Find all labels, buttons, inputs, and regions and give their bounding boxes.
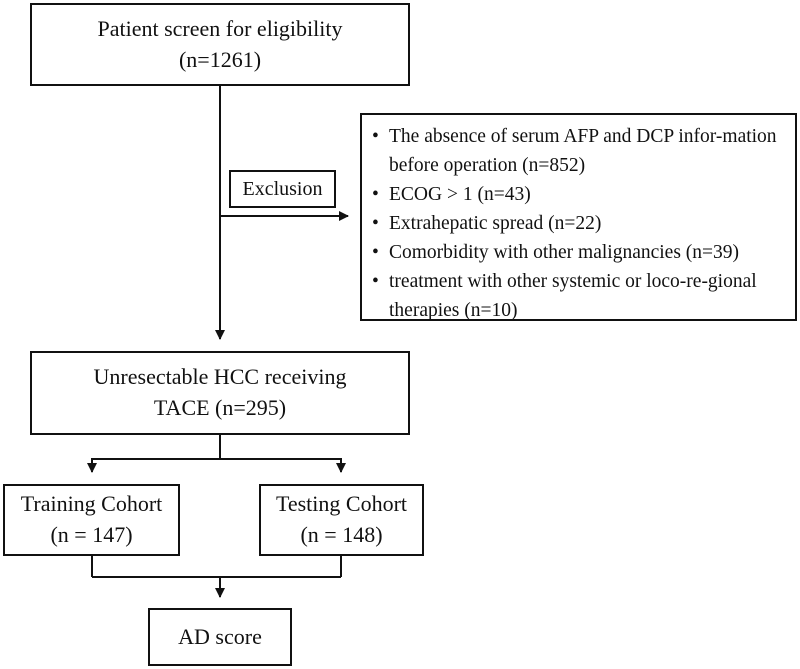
unresectable-hcc-count: TACE (n=295) (153, 395, 287, 420)
exclusion-item-extrahepatic: Extrahepatic spread (n=22) (372, 209, 787, 238)
unresectable-hcc-title: Unresectable HCC receiving (93, 364, 347, 390)
patient-screen-title: Patient screen for eligibility (97, 15, 343, 41)
unresectable-hcc-box: Unresectable HCC receiving TACE (n=295) (30, 351, 410, 435)
testing-cohort-title: Testing Cohort (275, 491, 408, 517)
patient-screen-box: Patient screen for eligibility (n=1261) (30, 3, 410, 86)
testing-cohort-count: (n = 148) (300, 522, 383, 547)
exclusion-criteria-list: The absence of serum AFP and DCP infor-m… (372, 122, 787, 325)
exclusion-label: Exclusion (229, 170, 336, 208)
testing-cohort-box: Testing Cohort (n = 148) (259, 484, 424, 556)
ad-score-label: AD score (178, 623, 262, 649)
training-cohort-box: Training Cohort (n = 147) (3, 484, 180, 556)
exclusion-criteria-box: The absence of serum AFP and DCP infor-m… (360, 113, 797, 321)
exclusion-item-other-therapies: treatment with other systemic or loco-re… (372, 267, 787, 325)
training-cohort-title: Training Cohort (20, 491, 163, 517)
exclusion-item-ecog: ECOG > 1 (n=43) (372, 180, 787, 209)
ad-score-box: AD score (148, 608, 292, 666)
training-cohort-count: (n = 147) (50, 522, 133, 547)
exclusion-item-comorbidity: Comorbidity with other malignancies (n=3… (372, 238, 787, 267)
patient-screen-count: (n=1261) (178, 46, 262, 72)
exclusion-item-afp-dcp: The absence of serum AFP and DCP infor-m… (372, 122, 787, 180)
